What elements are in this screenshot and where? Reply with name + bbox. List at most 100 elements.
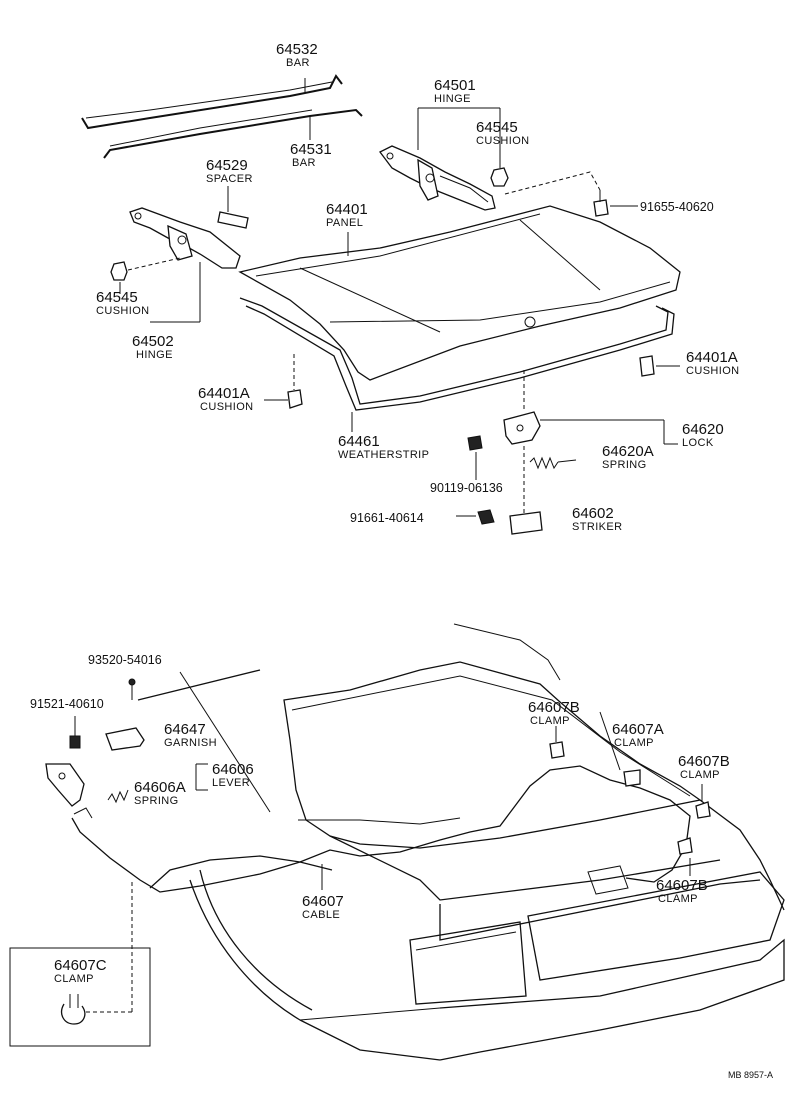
svg-text:CLAMP: CLAMP [614,737,654,749]
lever-64606 [45,763,85,807]
svg-text:64607: 64607 [302,893,344,910]
svg-text:64401: 64401 [326,201,368,218]
svg-text:64401A: 64401A [686,349,738,366]
svg-text:64620: 64620 [682,421,724,438]
label-64606: 64606 LEVER [212,761,254,789]
svg-text:CLAMP: CLAMP [680,769,720,781]
lock-64620 [503,411,541,445]
svg-text:64531: 64531 [290,141,332,158]
label-64531: 64531 BAR [290,141,332,169]
label-64620A: 64620A SPRING [602,443,654,471]
torsion-bars [81,74,363,159]
spring-64606A [107,789,129,804]
clamp-64607B-3 [677,837,693,855]
svg-text:64461: 64461 [338,433,380,450]
svg-text:64607A: 64607A [612,721,664,738]
garnish-64647 [105,727,145,751]
svg-text:LEVER: LEVER [212,777,250,789]
footer-code: MB 8957-A [728,1070,773,1080]
svg-text:64620A: 64620A [602,443,654,460]
svg-text:PANEL: PANEL [326,217,363,229]
svg-text:64606: 64606 [212,761,254,778]
svg-text:64607B: 64607B [678,753,730,770]
svg-text:HINGE: HINGE [434,93,471,105]
svg-text:CABLE: CABLE [302,909,340,921]
weatherstrip-64461 [239,297,675,411]
svg-text:64647: 64647 [164,721,206,738]
svg-text:CUSHION: CUSHION [476,135,530,147]
bolt-91655 [593,190,609,217]
label-64401A-left: 64401A CUSHION [198,385,254,413]
svg-text:LOCK: LOCK [682,437,714,449]
bolt-91521 [69,716,81,749]
svg-text:64602: 64602 [572,505,614,522]
svg-text:64401A: 64401A [198,385,250,402]
trunk-panel-64401 [238,205,681,381]
svg-text:BAR: BAR [292,157,316,169]
label-64607: 64607 CABLE [302,893,344,921]
bolt-91661 [477,509,495,525]
spring-64620A [529,456,577,470]
label-64461: 64461 WEATHERSTRIP [338,433,429,461]
hinge-64501 [379,145,496,211]
label-93520-54016: 93520-54016 [88,653,162,667]
clamp-64607B-1 [549,741,565,759]
svg-text:SPRING: SPRING [602,459,647,471]
svg-text:HINGE: HINGE [136,349,173,361]
label-64607B-3: 64607B CLAMP [656,877,708,905]
label-91655-40620: 91655-40620 [640,200,714,214]
label-90119-06136: 90119-06136 [430,481,503,495]
label-64606A: 64606A SPRING [134,779,186,807]
label-64607C: 64607C CLAMP [54,957,107,985]
svg-text:64502: 64502 [132,333,174,350]
label-64607B-2: 64607B CLAMP [678,753,730,781]
label-64545-top: 64545 CUSHION [476,119,530,147]
svg-text:WEATHERSTRIP: WEATHERSTRIP [338,449,429,461]
svg-text:STRIKER: STRIKER [572,521,622,533]
label-64545-left: 64545 CUSHION [96,289,150,317]
svg-text:64606A: 64606A [134,779,186,796]
striker-64602 [509,511,543,535]
svg-text:BAR: BAR [286,57,310,69]
label-64501: 64501 HINGE [434,77,476,105]
clamp-64607B-2 [695,801,711,819]
label-64401: 64401 PANEL [326,201,368,229]
svg-text:64607B: 64607B [656,877,708,894]
label-64620: 64620 LOCK [682,421,724,449]
svg-text:GARNISH: GARNISH [164,737,217,749]
svg-text:CUSHION: CUSHION [200,401,254,413]
cushion-64401A-left [287,389,303,409]
svg-text:SPRING: SPRING [134,795,179,807]
hinge-64502 [129,207,241,269]
bolt-90119 [467,435,483,451]
cable-64607 [71,765,691,893]
svg-text:SPACER: SPACER [206,173,253,185]
label-64532: 64532 BAR [276,41,318,69]
label-64647: 64647 GARNISH [164,721,217,749]
svg-text:CUSHION: CUSHION [96,305,150,317]
label-64607B-1: 64607B CLAMP [528,699,580,727]
label-64607A: 64607A CLAMP [612,721,664,749]
spacer-64529 [217,211,249,229]
cushion-64545-top [490,167,509,187]
cushion-64401A-right [639,355,655,377]
svg-text:CUSHION: CUSHION [686,365,740,377]
svg-text:64529: 64529 [206,157,248,174]
car-rear-body [137,623,785,1061]
cushion-64545-left [110,261,128,281]
screw-93520 [128,678,136,700]
svg-text:64607C: 64607C [54,957,107,974]
svg-text:CLAMP: CLAMP [54,973,94,985]
label-64401A-right: 64401A CUSHION [686,349,740,377]
svg-text:CLAMP: CLAMP [530,715,570,727]
svg-text:64532: 64532 [276,41,318,58]
svg-text:CLAMP: CLAMP [658,893,698,905]
leader-lines-top [119,107,680,517]
svg-text:64545: 64545 [476,119,518,136]
label-91521-40610: 91521-40610 [30,697,104,711]
label-64502: 64502 HINGE [132,333,174,361]
clamp-64607A [623,769,641,787]
svg-text:64545: 64545 [96,289,138,306]
label-91661-40614: 91661-40614 [350,511,424,525]
